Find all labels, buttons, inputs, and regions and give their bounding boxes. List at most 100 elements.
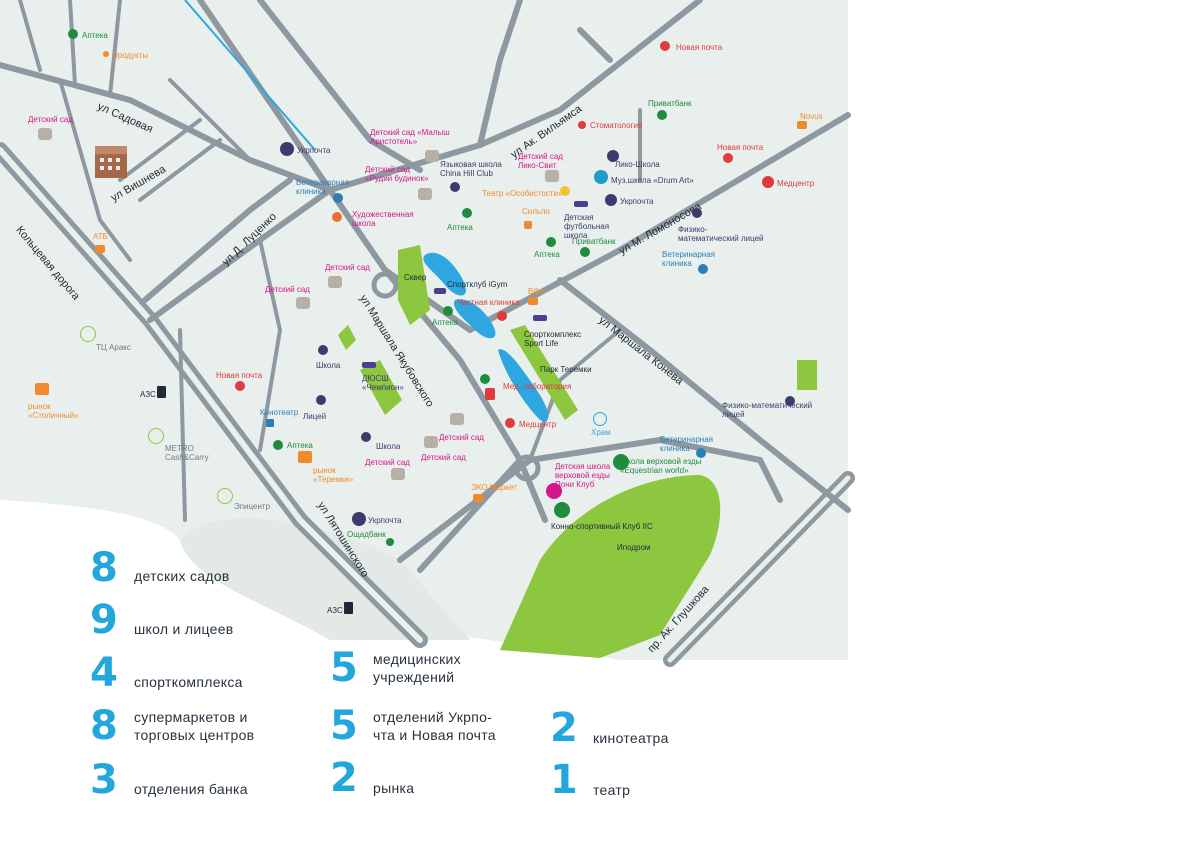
poi-apteka-1[interactable]: Аптека [82, 31, 108, 40]
poi-ukrposhta-3[interactable]: Укрпочта [368, 516, 402, 525]
road-side-8 [258, 238, 282, 452]
poi-kindergarten-4[interactable]: Детский сад [439, 433, 484, 442]
poi-oschadbank[interactable]: Ощадбанк [347, 530, 386, 539]
poi-novaposhta-3[interactable]: Новая почта [216, 371, 263, 380]
art-school-icon [332, 212, 342, 222]
poi-kindergarten-3[interactable]: Детский сад [265, 285, 310, 294]
poi-ukrposhta-1[interactable]: Укрпочта [297, 146, 331, 155]
poi-sportlife[interactable]: Спорткомплекс Sport Life [524, 330, 582, 348]
poi-kindergarten-1[interactable]: Детский сад [28, 115, 73, 124]
poi-epicentr[interactable]: Эпицентр [234, 502, 271, 511]
bank-icon [657, 110, 667, 120]
stat-number: 5 [330, 645, 358, 691]
poi-kindergarten-rudy[interactable]: Детский сад «Рудий будинок» [365, 165, 429, 183]
kindergarten-icon [545, 170, 559, 182]
poi-apteka-4[interactable]: Аптека [432, 318, 458, 327]
poi-kindergarten-2[interactable]: Детский сад [325, 263, 370, 272]
grocery-icon [103, 51, 109, 57]
lake-teremki [498, 349, 549, 422]
poi-ukrposhta-2[interactable]: Укрпочта [620, 197, 654, 206]
cart-icon [797, 121, 807, 129]
roundabout-1 [371, 271, 399, 299]
poi-teatr[interactable]: Театр «Особистости» [482, 189, 563, 198]
poi-hram[interactable]: Храм [591, 428, 611, 437]
poi-silpo[interactable]: Сильпо [522, 207, 550, 216]
poi-stomatology[interactable]: Стоматология [590, 121, 643, 130]
cart-icon [528, 297, 538, 305]
poi-eko-market[interactable]: ЭКО Маркет [471, 483, 517, 492]
poi-azs-1[interactable]: АЗС [140, 390, 156, 399]
poi-medcenter-2[interactable]: Медцентр [519, 420, 557, 429]
poi-igym[interactable]: Спортклуб iGym [447, 280, 508, 289]
poi-privatbank-2[interactable]: Приватбанк [572, 237, 616, 246]
poi-fizmat-2[interactable]: Физико-математический лицей [722, 401, 813, 419]
road-lutsenko [142, 177, 293, 303]
kindergarten-icon [425, 150, 439, 162]
stat-number: 8 [90, 703, 118, 749]
poi-football[interactable]: Детская футбольная школа [564, 213, 610, 240]
poi-privatbank-1[interactable]: Приватбанк [648, 99, 692, 108]
dental-icon [578, 121, 586, 129]
music-icon [594, 170, 608, 184]
poi-music-school[interactable]: Муз.школа «Drum Art» [611, 176, 694, 185]
poi-school-1[interactable]: Школа [316, 361, 341, 370]
kindergarten-icon [418, 188, 432, 200]
poi-lang-school[interactable]: Языковая школа China Hill Club [440, 160, 502, 178]
poi-art-school[interactable]: Художественная школа [352, 210, 414, 228]
poi-kinoteatr[interactable]: Кинотеатр [260, 408, 299, 417]
poi-ippodrom[interactable]: Иподром [617, 543, 651, 552]
poi-novaposhta-2[interactable]: Новая почта [717, 143, 764, 152]
poi-school-2[interactable]: Школа [376, 442, 401, 451]
vet-icon [698, 264, 708, 274]
road-side-2 [68, 0, 77, 87]
poi-medcenter[interactable]: Медцентр [777, 179, 815, 188]
gym-icon [434, 288, 446, 294]
poi-atb[interactable]: АТБ [93, 232, 108, 241]
poi-market-stolichny[interactable]: рынок «Столичный» [28, 402, 79, 420]
poi-novaposhta-1[interactable]: Новая почта [676, 43, 723, 52]
poi-vet-2[interactable]: Ветеринарная клиника [662, 250, 715, 268]
poi-fizmat-1[interactable]: Физико-математический лицей [678, 225, 764, 243]
poi-litsey[interactable]: Лицей [303, 412, 327, 421]
poi-kindergarten-6[interactable]: Детский сад [365, 458, 410, 467]
poi-billa[interactable]: Billa [528, 287, 544, 296]
poi-vet-3[interactable]: Ветеринарная клиника [660, 435, 713, 453]
poi-med-lab[interactable]: Мед. лаборатория [503, 382, 572, 391]
medical-heart-icon [762, 176, 774, 188]
pharmacy-icon [462, 208, 472, 218]
poi-tc-araks[interactable]: ТЦ Аракс [96, 343, 131, 352]
poi-metro[interactable]: METRO Cash&Carry [165, 444, 209, 462]
kindergarten-icon [296, 297, 310, 309]
poi-liko-school[interactable]: Лико-Школа [615, 160, 660, 169]
post-pin-icon [605, 194, 617, 206]
poi-market-teremki[interactable]: рынок «Теремки» [313, 466, 354, 484]
poi-apteka-3[interactable]: Аптека [534, 250, 560, 259]
poi-horse-club[interactable]: Конно-спортивный Клуб IIC [551, 522, 653, 531]
poi-kindergarten-malysh[interactable]: Детский сад «Малыш Аристотель» [370, 128, 450, 146]
poi-novus[interactable]: Novus [800, 112, 823, 121]
road-north-1 [197, 0, 333, 193]
stat-label: отделений Укрпо-чта и Новая почта [373, 709, 496, 743]
poi-skver[interactable]: Сквер [404, 273, 427, 282]
poi-equestrian[interactable]: Школа верховой езды «Equestrian world» [620, 457, 702, 475]
poi-kindergarten-5[interactable]: Детский сад [421, 453, 466, 462]
poi-vet-1[interactable]: Ветеринарная клиника [296, 178, 349, 196]
poi-dyussh[interactable]: ДЮСШ «Чемпион» [362, 374, 404, 392]
post-icon [235, 381, 245, 391]
poi-apteka-2[interactable]: Аптека [447, 223, 473, 232]
poi-produkty[interactable]: Продукты [112, 51, 149, 60]
poi-apteka-5[interactable]: Аптека [287, 441, 313, 450]
pharmacy-icon [480, 374, 490, 384]
horse-icon [613, 454, 629, 470]
poi-azs-2[interactable]: АЗС [327, 606, 343, 615]
poi-private-clinic[interactable]: Частная клиника [457, 298, 520, 307]
poi-kindergarten-liko[interactable]: Детский сад Лико-Свит [518, 152, 563, 170]
post-pin-icon [352, 512, 366, 526]
bank-icon [580, 247, 590, 257]
poi-riding-school[interactable]: Детская школа верховой езды Пони Клуб [555, 462, 611, 489]
poi-park-teremki[interactable]: Парк Теремки [540, 365, 592, 374]
medical-heart-icon [505, 418, 515, 428]
road-vishneva [58, 78, 132, 262]
road-north-2 [257, 0, 423, 173]
lyceum-icon [692, 208, 702, 218]
